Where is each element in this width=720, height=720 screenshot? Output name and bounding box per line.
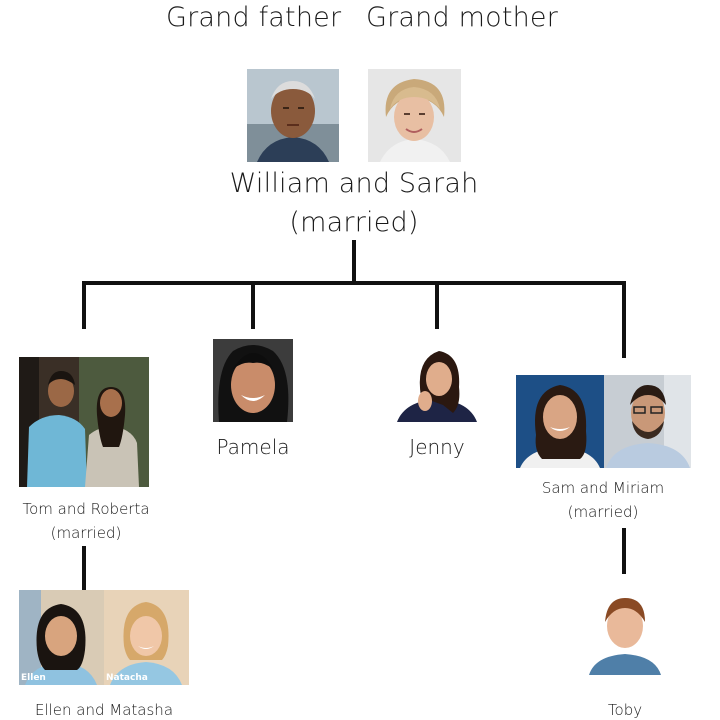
ellen-photo: Ellen bbox=[19, 590, 104, 685]
natacha-photo: Natacha bbox=[104, 590, 189, 685]
branch-line-tom bbox=[82, 281, 86, 329]
miriam-photo bbox=[516, 375, 604, 468]
ellen-matasha-names: Ellen and Matasha bbox=[34, 701, 174, 719]
toby-name: Toby bbox=[607, 701, 643, 719]
grandfather-photo bbox=[247, 69, 339, 162]
jenny-photo bbox=[397, 343, 477, 422]
grandparents-names: William and Sarah bbox=[229, 168, 479, 199]
tom-roberta-names: Tom and Roberta bbox=[22, 500, 150, 518]
branch-line-toby bbox=[622, 528, 626, 574]
sam-miriam-status: (married) bbox=[567, 503, 639, 521]
natacha-photo-tag: Natacha bbox=[106, 673, 148, 683]
trunk-line bbox=[352, 240, 356, 282]
branch-line-ellen-natacha bbox=[82, 546, 86, 590]
pamela-photo bbox=[213, 339, 293, 422]
grandmother-photo bbox=[368, 69, 461, 162]
grandfather-label: Grand father bbox=[166, 2, 342, 33]
ellen-photo-tag: Ellen bbox=[21, 673, 46, 683]
sibling-bar-line bbox=[82, 281, 626, 285]
branch-line-pamela bbox=[251, 281, 255, 329]
branch-line-sam bbox=[622, 281, 626, 358]
pamela-name: Pamela bbox=[216, 435, 290, 459]
jenny-name: Jenny bbox=[409, 435, 465, 459]
branch-line-jenny bbox=[435, 281, 439, 329]
grandparents-status: (married) bbox=[289, 207, 419, 238]
tom-roberta-status: (married) bbox=[50, 524, 122, 542]
sam-photo bbox=[604, 375, 691, 468]
grandmother-label: Grand mother bbox=[366, 2, 559, 33]
tom-roberta-photo bbox=[19, 357, 149, 487]
sam-miriam-names: Sam and Miriam bbox=[541, 479, 665, 497]
toby-photo bbox=[589, 592, 661, 675]
